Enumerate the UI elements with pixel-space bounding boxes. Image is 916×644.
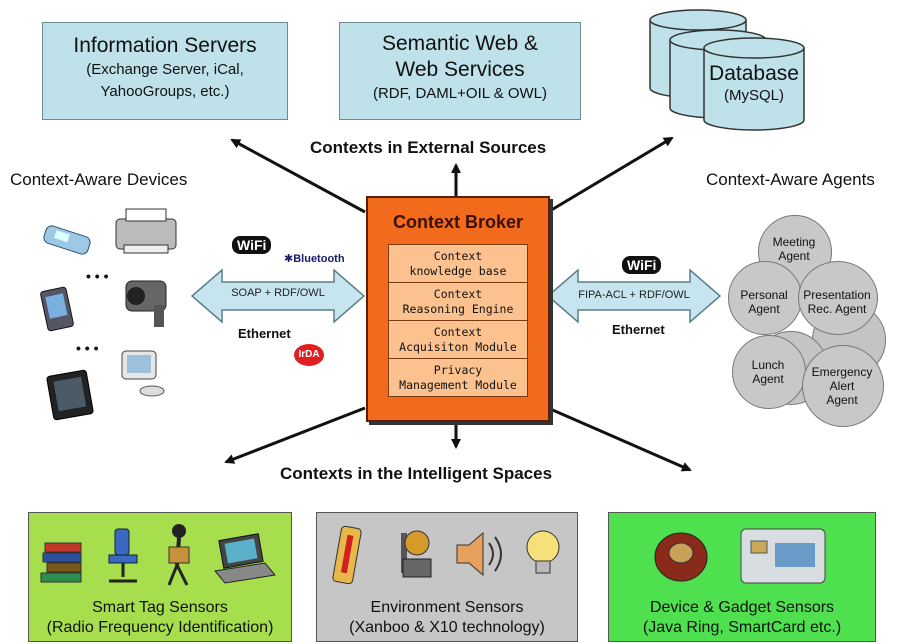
smartcard-icon: [740, 528, 826, 584]
device-dots-2: • • •: [76, 340, 99, 356]
context-broker: Context Broker Context knowledge base Co…: [366, 196, 550, 422]
agent-line: Lunch: [751, 358, 785, 372]
device-dots-1: • • •: [86, 268, 109, 284]
bluetooth-label: Bluetooth: [293, 253, 345, 265]
arrow-to-database: [547, 136, 674, 214]
agent-line: Rec. Agent: [807, 302, 867, 316]
gadget-title: Device & Gadget Sensors: [649, 599, 835, 616]
lightbulb-icon: [526, 530, 560, 574]
smart-tag-title: Smart Tag Sensors: [92, 599, 228, 616]
agent-line: Agent: [778, 249, 810, 263]
agent-meeting-label: Meeting Agent: [758, 235, 830, 263]
agent-line: Personal: [740, 288, 788, 302]
pda-icon: [40, 286, 74, 332]
phone-icon: [43, 225, 91, 255]
module-line: Management Module: [399, 378, 517, 392]
environment-title: Environment Sensors: [370, 599, 524, 616]
module-line: knowledge base: [409, 264, 507, 278]
books-icon: [40, 542, 82, 583]
smart-tag-sub: (Radio Frequency Identification): [46, 619, 274, 636]
alarm-bell-icon: [401, 530, 432, 578]
semantic-web-sub: (RDF, DAML+OIL & OWL): [372, 85, 548, 102]
right-ethernet-label: Ethernet: [612, 322, 665, 337]
smart-tag-sensors-box: Smart Tag Sensors (Radio Frequency Ident…: [28, 512, 292, 642]
agent-lunch-label: Lunch Agent: [732, 358, 804, 386]
laptop-icon: [214, 533, 276, 584]
information-servers-title: Information Servers: [73, 34, 257, 57]
broker-title: Context Broker: [392, 212, 524, 232]
agent-line: Alert: [829, 379, 855, 393]
imac-icon: [121, 350, 165, 397]
arrow-to-bottom-right: [547, 406, 692, 472]
agents-label: Context-Aware Agents: [706, 170, 875, 189]
semantic-web-box: Semantic Web & Web Services (RDF, DAML+O…: [339, 22, 581, 120]
right-double-arrow: [546, 268, 722, 324]
java-ring-icon: [654, 532, 708, 582]
module-line: Context: [433, 287, 483, 301]
left-protocol-label: SOAP + RDF/OWL: [231, 287, 325, 299]
irda-logo: IrDA: [294, 344, 324, 366]
device-gadget-sensors-box: Device & Gadget Sensors (Java Ring, Smar…: [608, 512, 876, 642]
module-privacy: Privacy Management Module: [389, 359, 527, 396]
devices-label: Context-Aware Devices: [10, 170, 188, 189]
intelligent-spaces-heading: Contexts in the Intelligent Spaces: [280, 464, 553, 483]
tablet-icon: [46, 369, 94, 421]
thermometer-icon: [332, 525, 362, 585]
module-line: Reasoning Engine: [402, 302, 514, 316]
agent-line: Agent: [752, 372, 784, 386]
gadget-sub: (Java Ring, SmartCard etc.): [642, 619, 842, 636]
module-line: Context: [433, 325, 483, 339]
semantic-web-title2: Web Services: [395, 58, 525, 81]
printer-icon: [115, 208, 177, 254]
agent-personal-label: Personal Agent: [728, 288, 800, 316]
module-line: Acquisiton Module: [399, 340, 517, 354]
database-icon: [649, 9, 805, 131]
agent-emergency: [802, 345, 884, 427]
agent-emergency-label: Emergency Alert Agent: [802, 365, 882, 407]
gadget-icons: [654, 528, 826, 584]
module-reasoning-engine: Context Reasoning Engine: [389, 283, 527, 321]
database-sub: (MySQL): [724, 87, 784, 104]
environment-sensors-box: Environment Sensors (Xanboo & X10 techno…: [316, 512, 578, 642]
agent-line: Emergency: [811, 365, 873, 379]
right-wifi-logo: WiFi: [622, 256, 662, 274]
information-servers-sub2: YahooGroups, etc.): [100, 83, 230, 100]
smart-tag-icons: [40, 524, 276, 586]
speaker-icon: [456, 531, 502, 577]
camcorder-icon: [125, 280, 167, 327]
external-sources-heading: Contexts in External Sources: [310, 138, 547, 157]
right-protocol-label: FIPA-ACL + RDF/OWL: [578, 289, 690, 301]
information-servers-box: Information Servers (Exchange Server, iC…: [42, 22, 288, 120]
arrow-to-bottom-left: [224, 406, 366, 464]
environment-sub: (Xanboo & X10 technology): [349, 619, 545, 636]
left-ethernet-label: Ethernet: [238, 326, 291, 341]
arrow-to-info-servers: [230, 138, 366, 214]
agent-line: Meeting: [772, 235, 816, 249]
office-chair-icon: [108, 528, 138, 583]
agent-line: Agent: [826, 393, 858, 407]
database-label: Database (MySQL): [704, 62, 804, 106]
module-line: Privacy: [433, 363, 483, 377]
module-acquisition: Context Acquisiton Module: [389, 321, 527, 359]
agent-line: Agent: [748, 302, 780, 316]
devices-cluster: [40, 208, 177, 421]
left-wifi-logo: WiFi: [232, 236, 272, 254]
broker-modules: Context knowledge base Context Reasoning…: [388, 244, 528, 397]
bluetooth-icon: ✱: [284, 253, 294, 265]
database-title: Database: [709, 62, 799, 85]
agent-presentation: [798, 261, 878, 335]
left-double-arrow: [190, 268, 366, 324]
semantic-web-title1: Semantic Web &: [381, 32, 538, 55]
bluetooth-logo: ✱Bluetooth: [284, 252, 345, 265]
environment-icons: [332, 525, 560, 585]
agent-lunch: [732, 335, 806, 409]
agent-line: Presentation: [803, 288, 871, 302]
information-servers-sub1: (Exchange Server, iCal,: [86, 61, 244, 78]
person-box-icon: [167, 524, 190, 586]
module-knowledge-base: Context knowledge base: [389, 245, 527, 283]
module-line: Context: [433, 249, 483, 263]
agent-presentation-label: Presentation Rec. Agent: [798, 288, 876, 316]
agents-cluster: Meeting Agent Personal Agent Presentatio…: [722, 205, 912, 435]
